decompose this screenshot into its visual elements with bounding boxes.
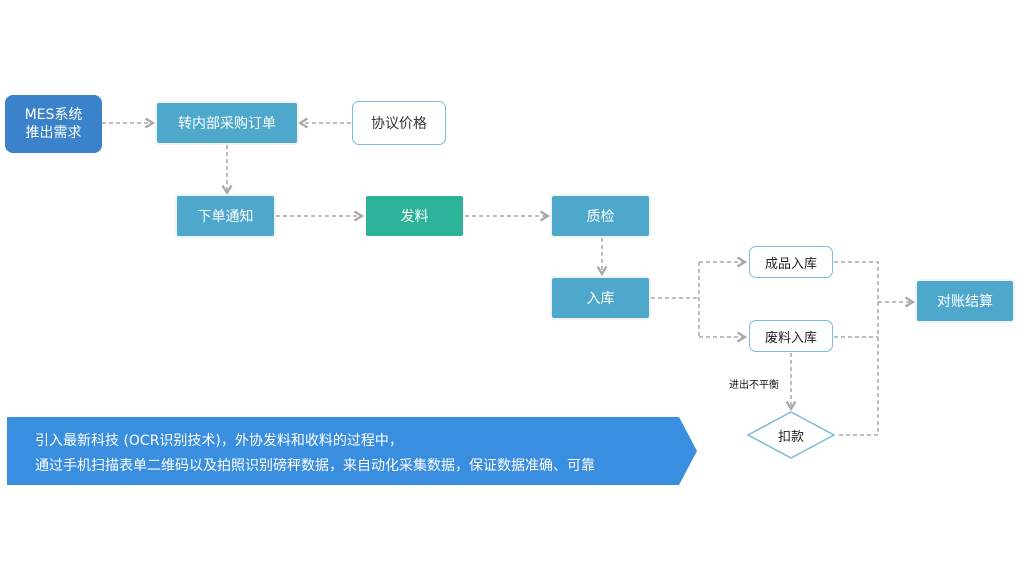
deduct-diamond[interactable] xyxy=(746,411,836,459)
purchase-order-node[interactable]: 转内部采购订单 xyxy=(157,103,297,143)
material-issue-node[interactable]: 发料 xyxy=(366,196,463,236)
order-notice-node[interactable]: 下单通知 xyxy=(177,196,274,236)
imbalance-label: 进出不平衡 xyxy=(729,380,779,391)
agreement-price-node[interactable]: 协议价格 xyxy=(352,101,446,145)
mes-line1: MES系统 xyxy=(24,107,83,123)
banner-line1: 引入最新科技 (OCR识别技术)，外协发料和收料的过程中， xyxy=(35,433,403,449)
stock-in-node[interactable]: 入库 xyxy=(552,278,649,318)
mes-demand-node[interactable]: MES系统 推出需求 xyxy=(5,95,102,153)
ocr-info-banner: 引入最新科技 (OCR识别技术)，外协发料和收料的过程中， 通过手机扫描表单二维… xyxy=(7,417,697,485)
banner-line2: 通过手机扫描表单二维码以及拍照识别磅秤数据，来自动化采集数据，保证数据准确、可靠 xyxy=(35,458,595,474)
deduct-label: 扣款 xyxy=(777,429,804,445)
finished-stock-in-node[interactable]: 成品入库 xyxy=(749,246,833,278)
scrap-stock-in-node[interactable]: 废料入库 xyxy=(749,320,833,352)
mes-line2: 推出需求 xyxy=(25,125,82,141)
quality-check-node[interactable]: 质检 xyxy=(552,196,649,236)
reconciliation-node[interactable]: 对账结算 xyxy=(917,281,1013,321)
